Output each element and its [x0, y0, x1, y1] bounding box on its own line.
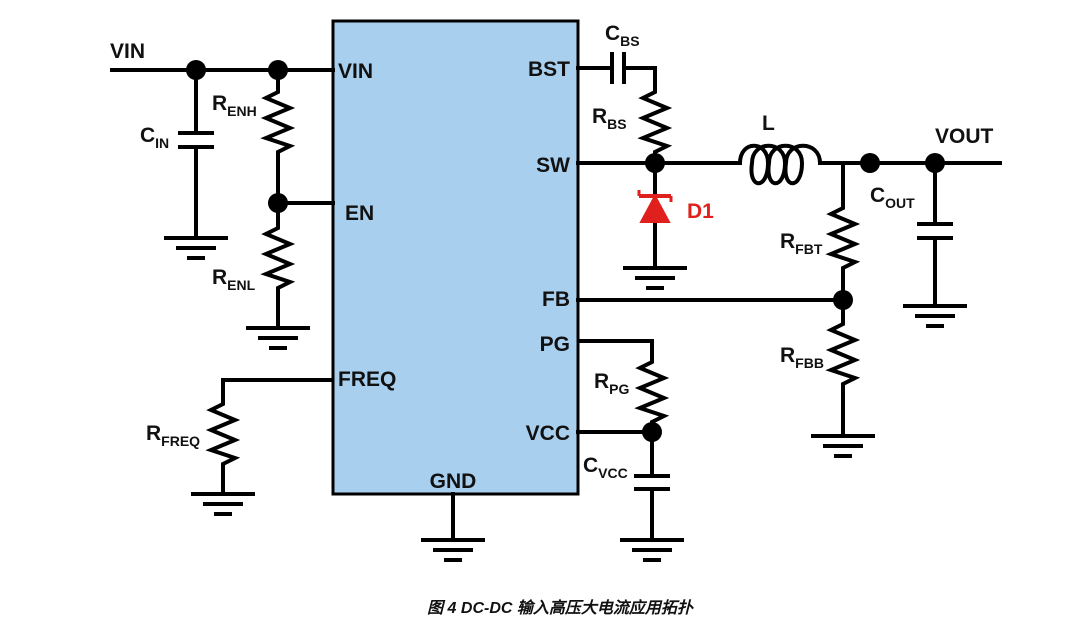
rfbb-resistor [811, 300, 875, 458]
renh-label: RENH [212, 92, 257, 119]
rpg-label: RPG [594, 370, 630, 397]
pin-bst-label: BST [528, 58, 570, 81]
pin-freq-label: FREQ [338, 368, 396, 391]
renl-resistor [246, 203, 310, 350]
ic-body [331, 19, 580, 496]
vin-net [110, 60, 335, 80]
pin-pg-label: PG [540, 333, 570, 356]
inductor-l [738, 143, 1002, 185]
cvcc-label: CVCC [583, 454, 628, 481]
gnd-net [421, 492, 485, 562]
renh-resistor [260, 70, 296, 203]
pin-sw-label: SW [536, 154, 570, 177]
net-vout-label: VOUT [935, 125, 994, 148]
figure-caption: 图 4 DC-DC 输入高压大电流应用拓扑 [427, 599, 695, 617]
cbs-label: CBS [605, 22, 640, 49]
pin-gnd-label: GND [430, 470, 477, 493]
rfbt-resistor [825, 163, 861, 300]
cvcc-capacitor [620, 430, 684, 562]
rfreq-resistor [191, 378, 333, 516]
pin-vcc-label: VCC [526, 422, 570, 445]
renl-label: RENL [212, 266, 256, 293]
inductor-label: L [762, 112, 775, 135]
rpg-resistor [578, 339, 670, 432]
rbs-label: RBS [592, 105, 627, 132]
rfbt-label: RFBT [780, 230, 823, 257]
rfbb-label: RFBB [780, 344, 824, 371]
net-vin-label: VIN [110, 40, 145, 63]
cbs-capacitor [576, 52, 657, 84]
cout-label: COUT [870, 184, 915, 211]
rbs-resistor [637, 68, 673, 163]
pin-en-label: EN [345, 202, 374, 225]
rfreq-label: RFREQ [146, 422, 200, 449]
d1-diode [623, 161, 687, 290]
cout-capacitor [903, 161, 967, 328]
d1-label: D1 [687, 200, 714, 223]
pin-fb-label: FB [542, 288, 570, 311]
cin-capacitor [164, 68, 228, 260]
pin-vin-label: VIN [338, 60, 373, 83]
fb-net [576, 290, 853, 310]
vcc-net [576, 422, 662, 442]
sw-net [576, 153, 742, 173]
cin-label: CIN [140, 124, 169, 151]
